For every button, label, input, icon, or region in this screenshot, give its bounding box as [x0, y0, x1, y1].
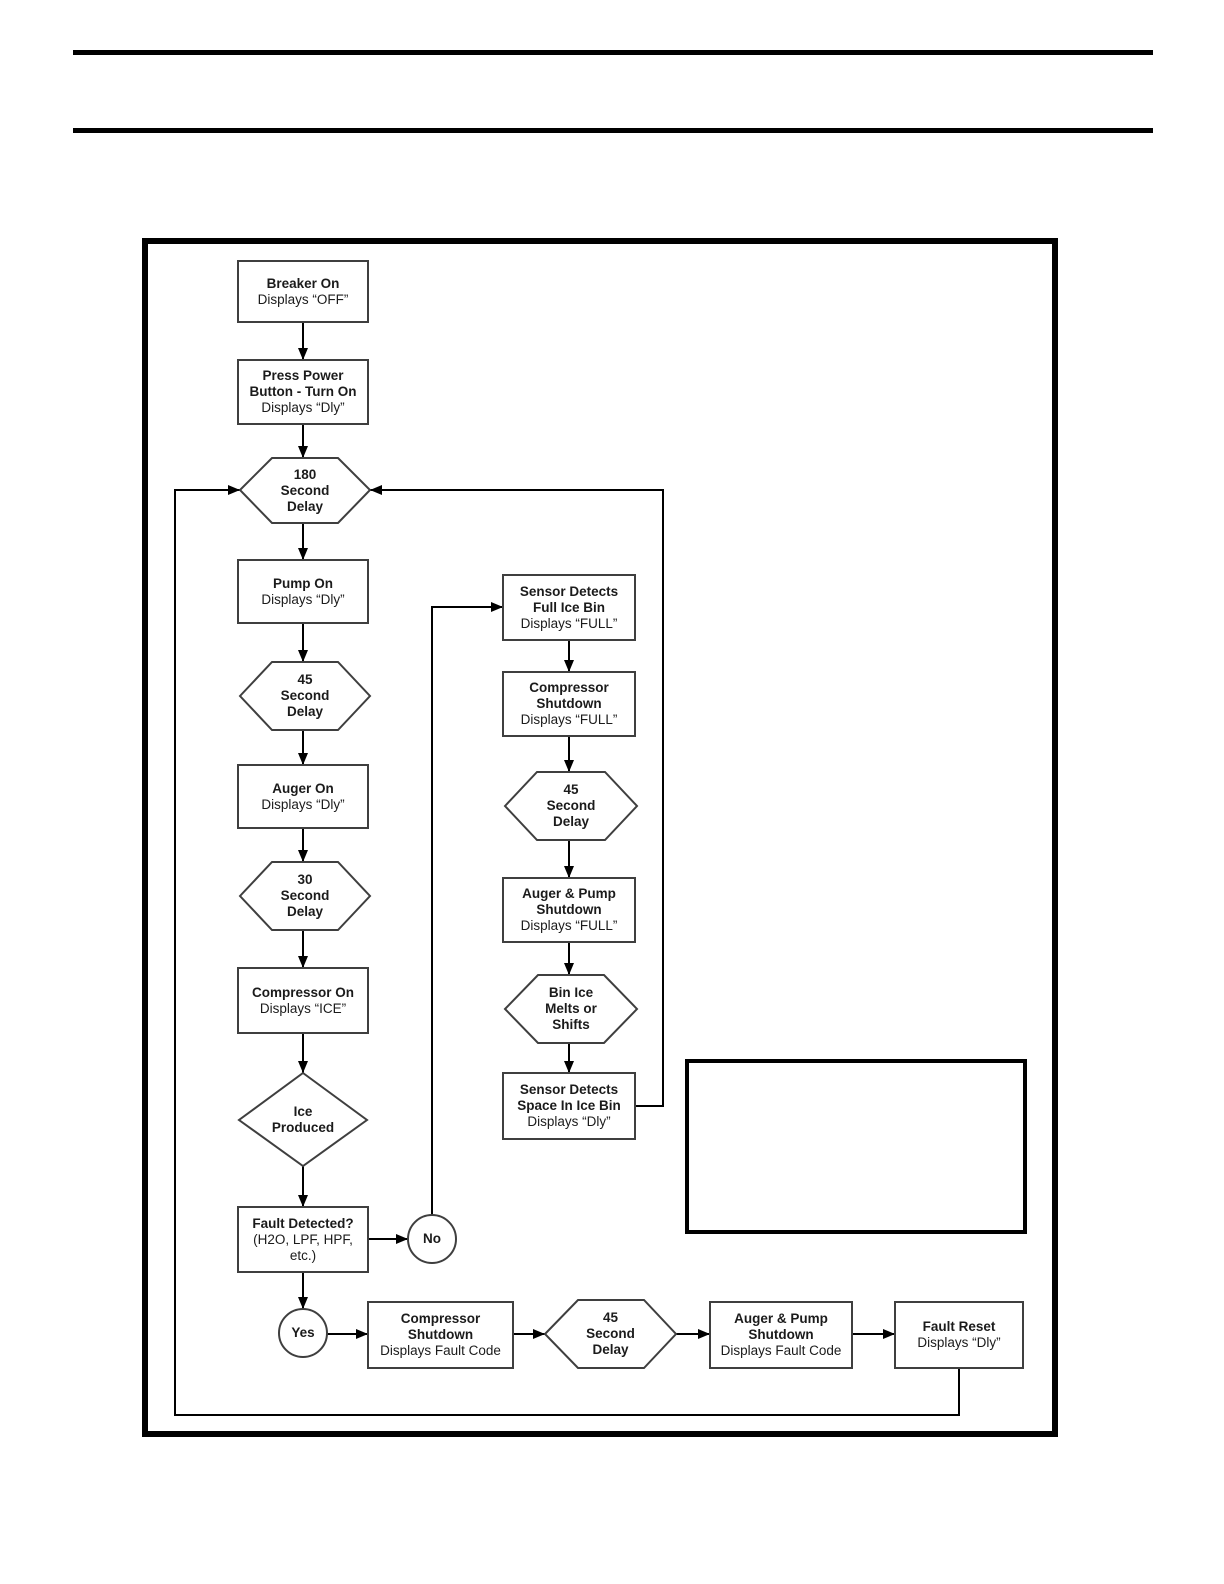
box-breaker-on: [237, 260, 369, 323]
hexagon-180-second-delay: [238, 457, 372, 524]
circle-no: [407, 1214, 457, 1264]
connector-fault-reset-loop-to-delay180: [174, 485, 960, 1416]
top-rule-1: [73, 50, 1153, 55]
hexagon-45-second-delay-mid: [503, 771, 639, 841]
box-fault-reset: [894, 1301, 1024, 1369]
hexagon-bin-ice-melts: [503, 974, 639, 1044]
connector-no-to-sensor-full: [431, 602, 503, 1215]
hexagon-45-second-delay-left: [238, 661, 372, 731]
box-auger-on: [237, 764, 369, 829]
circle-yes: [278, 1308, 328, 1358]
empty-note-box: [685, 1059, 1027, 1234]
connector-sensor-space-loop-to-delay180: [370, 485, 664, 1107]
top-rule-2: [73, 128, 1153, 133]
hexagon-45-second-delay-bottom: [543, 1299, 678, 1369]
box-sensor-detects-space: [502, 1072, 636, 1140]
flowchart-frame: [142, 238, 1058, 1437]
box-compressor-on: [237, 967, 369, 1034]
box-press-power: [237, 359, 369, 425]
box-sensor-detects-full: [502, 574, 636, 641]
box-fault-detected: [237, 1206, 369, 1273]
diamond-ice-produced: [237, 1071, 369, 1168]
box-pump-on: [237, 559, 369, 624]
hexagon-30-second-delay: [238, 861, 372, 931]
box-auger-pump-shutdown-full: [502, 877, 636, 943]
box-compressor-shutdown-full: [502, 671, 636, 737]
box-auger-pump-shutdown-fault: [709, 1301, 853, 1369]
box-compressor-shutdown-fault: [367, 1301, 514, 1369]
